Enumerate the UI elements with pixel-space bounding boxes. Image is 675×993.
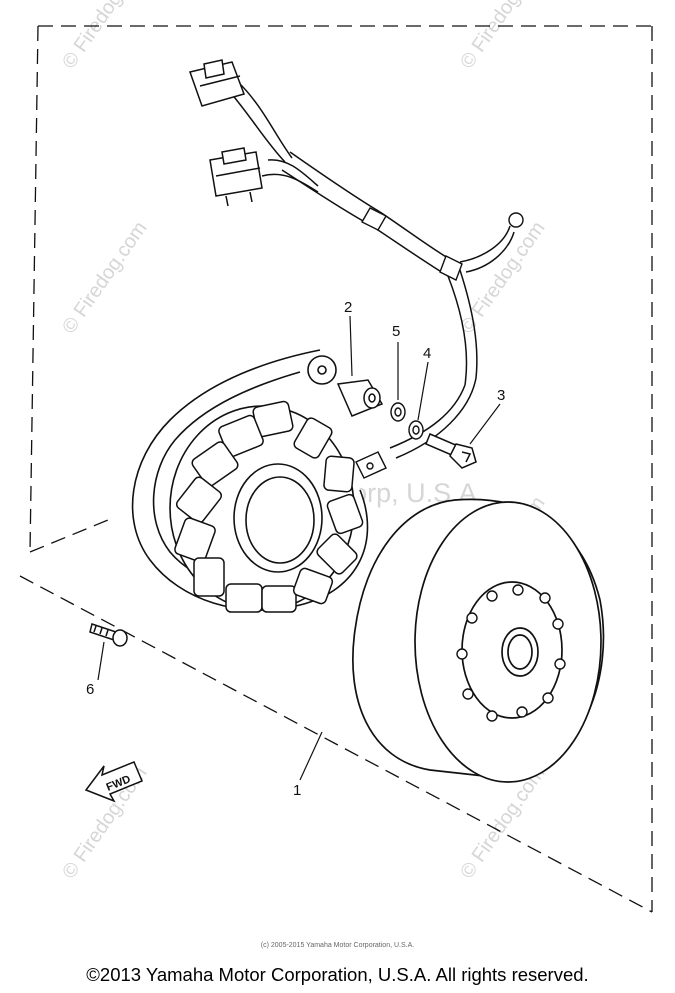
image-copyright: (c) 2005-2015 Yamaha Motor Corporation, … [260,942,415,949]
leader-lines [97,315,501,781]
upper-coupler [189,59,245,107]
part-4-washer [408,420,424,440]
watermark-firedog: © Firedog.com [58,0,151,73]
lower-coupler [209,147,263,207]
stator-coils [174,400,364,613]
watermark-firedog: © Firedog.com [456,218,549,338]
footer-copyright: ©2013 Yamaha Motor Corporation, U.S.A. A… [86,964,589,985]
stator-wire-clamp [355,451,387,479]
wire-harness [229,81,515,459]
harness-sleeve [361,207,524,281]
watermark-firedog: © Firedog.com [456,0,549,73]
rotor-flywheel [352,498,605,783]
part-6-screw [89,623,128,647]
callout-5: 5 [392,323,400,340]
callout-6: 6 [86,681,94,698]
part-3-bolt [425,433,477,469]
callout-4: 4 [423,345,431,362]
callout-1: 1 [293,782,301,799]
callout-2: 2 [344,299,352,316]
rotor-rivets [456,584,566,722]
watermark-firedog: © Firedog.com [58,218,151,338]
part-5-washer [390,402,406,422]
part-2-collar [336,379,384,417]
callout-3: 3 [497,387,505,404]
